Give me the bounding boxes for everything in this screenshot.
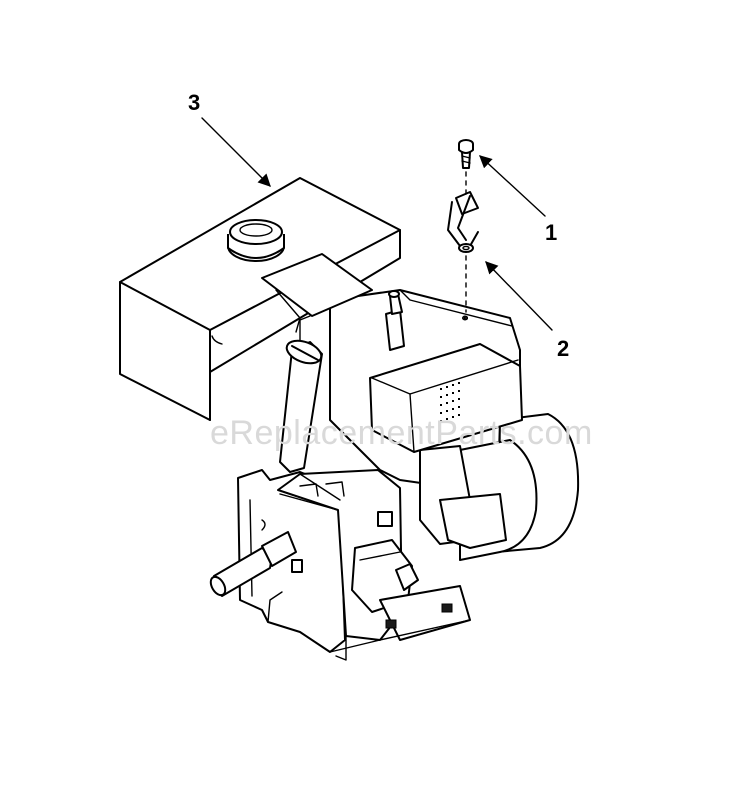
watermark-text: eReplacementParts.com xyxy=(210,414,593,452)
leader-2-arrow xyxy=(485,261,553,331)
spark-plug xyxy=(385,290,405,351)
crankcase xyxy=(209,469,346,653)
leader-1-arrow xyxy=(479,155,546,217)
leader-3-arrow xyxy=(201,117,271,187)
muffler-guard-holes xyxy=(440,382,460,422)
muffler xyxy=(369,343,523,549)
callout-1-label: 1 xyxy=(545,220,557,245)
engine-illustration xyxy=(119,177,580,661)
engine-block xyxy=(277,469,471,661)
part-1-screw xyxy=(458,139,474,197)
callout-leaders xyxy=(201,117,553,331)
fuel-tank xyxy=(119,177,401,421)
part-2-bracket xyxy=(447,191,479,313)
engine-base-line xyxy=(299,619,471,653)
callout-2-label: 2 xyxy=(557,336,569,361)
oil-fill-tube xyxy=(279,315,323,473)
callout-3-label: 3 xyxy=(188,90,200,115)
